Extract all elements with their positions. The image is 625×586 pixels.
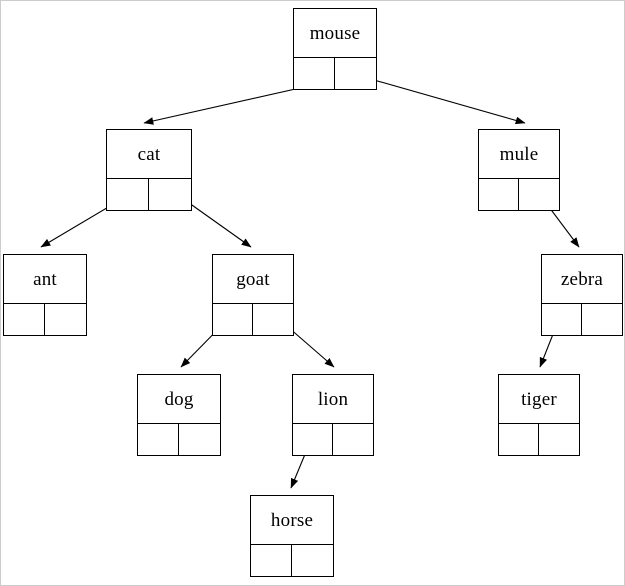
pointer-cell-right[interactable] xyxy=(333,424,373,455)
tree-node-label: tiger xyxy=(521,388,557,410)
tree-edge-mouse-mule xyxy=(352,73,526,125)
tree-node-pointer-row xyxy=(4,303,86,335)
tree-node-label: cat xyxy=(137,143,161,165)
pointer-cell-right[interactable] xyxy=(45,304,86,335)
tree-node-zebra[interactable]: zebra xyxy=(541,254,623,336)
pointer-cell-left[interactable] xyxy=(294,58,335,89)
pointer-cell-right[interactable] xyxy=(519,179,559,210)
tree-node-pointer-row xyxy=(499,423,579,455)
pointer-cell-left[interactable] xyxy=(293,424,333,455)
tree-node-tiger[interactable]: tiger xyxy=(498,374,580,456)
tree-node-label: zebra xyxy=(560,268,604,290)
tree-node-pointer-row xyxy=(542,303,622,335)
pointer-cell-right[interactable] xyxy=(149,179,191,210)
tree-node-label: goat xyxy=(236,268,270,290)
tree-node-lion[interactable]: lion xyxy=(292,374,374,456)
pointer-cell-left[interactable] xyxy=(107,179,149,210)
pointer-cell-right[interactable] xyxy=(179,424,220,455)
pointer-cell-left[interactable] xyxy=(499,424,539,455)
tree-node-mouse[interactable]: mouse xyxy=(293,8,377,90)
tree-node-label: ant xyxy=(33,268,57,290)
tree-node-label: mouse xyxy=(309,22,361,44)
tree-node-label: horse xyxy=(270,509,314,531)
tree-node-pointer-row xyxy=(107,178,191,210)
tree-node-mule[interactable]: mule xyxy=(478,129,560,211)
tree-node-pointer-row xyxy=(479,178,559,210)
tree-node-pointer-row xyxy=(213,303,293,335)
pointer-cell-left[interactable] xyxy=(4,304,45,335)
pointer-cell-left[interactable] xyxy=(542,304,582,335)
tree-node-pointer-row xyxy=(294,57,376,89)
tree-node-cat[interactable]: cat xyxy=(106,129,192,211)
tree-node-goat[interactable]: goat xyxy=(212,254,294,336)
tree-node-dog[interactable]: dog xyxy=(137,374,221,456)
pointer-cell-right[interactable] xyxy=(539,424,579,455)
tree-node-pointer-row xyxy=(251,544,333,576)
tree-node-label: mule xyxy=(499,143,539,165)
pointer-cell-left[interactable] xyxy=(213,304,253,335)
pointer-cell-right[interactable] xyxy=(253,304,293,335)
pointer-cell-left[interactable] xyxy=(479,179,519,210)
tree-node-label: dog xyxy=(164,388,194,410)
pointer-cell-right[interactable] xyxy=(335,58,376,89)
pointer-cell-left[interactable] xyxy=(138,424,179,455)
pointer-cell-left[interactable] xyxy=(251,545,292,576)
pointer-cell-right[interactable] xyxy=(582,304,622,335)
pointer-cell-right[interactable] xyxy=(292,545,333,576)
tree-node-ant[interactable]: ant xyxy=(3,254,87,336)
tree-node-label: lion xyxy=(317,388,349,410)
tree-node-pointer-row xyxy=(293,423,373,455)
tree-node-horse[interactable]: horse xyxy=(250,495,334,577)
tree-node-pointer-row xyxy=(138,423,220,455)
